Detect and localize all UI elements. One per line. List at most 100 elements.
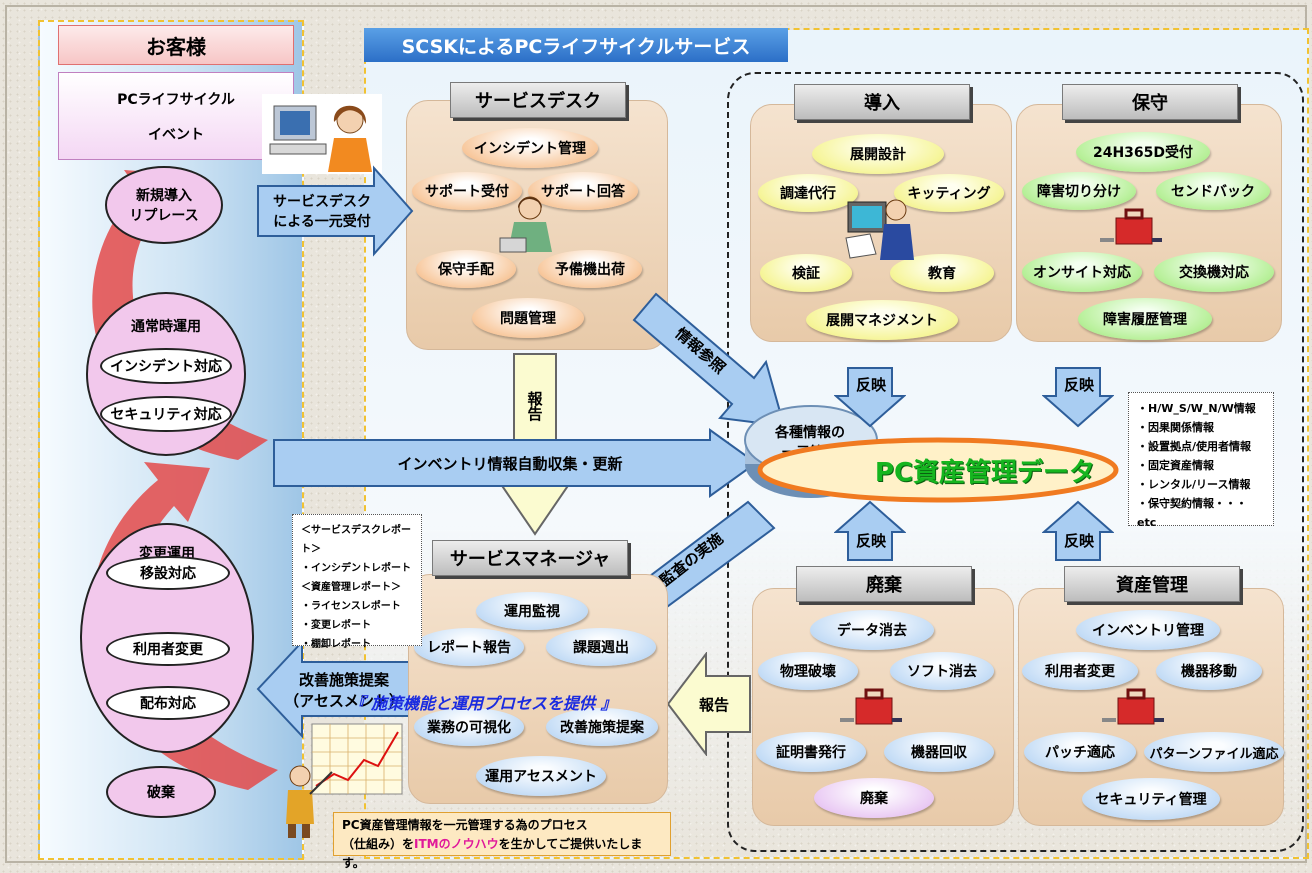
- incident-oval: インシデント対応: [100, 348, 232, 384]
- bottom-note-line2: （仕組み）をITMのノウハウを生かしてご提供いたします。: [342, 835, 662, 873]
- unified-reception-arrow: [257, 165, 414, 257]
- customer-title: お客様: [58, 25, 294, 65]
- info-item: ・レンタル/リース情報: [1137, 478, 1251, 491]
- reflect-label-disposal: 反映: [855, 531, 886, 550]
- sd-item-support-answer: サポート回答: [528, 172, 638, 210]
- info-item: ・H/W_S/W_N/W情報: [1137, 402, 1256, 415]
- lifecycle-event-box: PCライフサイクル イベント: [58, 72, 294, 160]
- service-desk-title: サービスデスク: [450, 82, 626, 118]
- bottom-note: PC資産管理情報を一元管理する為のプロセス （仕組み）をITMのノウハウを生かし…: [333, 812, 671, 870]
- sd-item-incident: インシデント管理: [462, 128, 598, 168]
- bottom-note-highlight: ITMのノウハウ: [414, 837, 499, 851]
- reflect-label-maintenance: 反映: [1063, 375, 1094, 394]
- sm-item-assessment: 運用アセスメント: [476, 756, 606, 796]
- sm-item-monitoring: 運用監視: [476, 592, 588, 630]
- bottom-note-line1: PC資産管理情報を一元管理する為のプロセス: [342, 818, 588, 832]
- info-reference-arrow: [632, 292, 786, 428]
- disc-line1: 各種情報の: [775, 425, 845, 441]
- pc-data-ellipse: [757, 437, 1119, 503]
- user-change-oval: 利用者変更: [106, 632, 230, 666]
- sd-item-problem: 問題管理: [472, 298, 584, 338]
- disposal-oval: 破棄: [106, 766, 216, 818]
- toolbox-icon: [1100, 208, 1162, 245]
- unified-line2: による一元受付: [273, 214, 371, 230]
- toolbox-icon: [1102, 688, 1164, 725]
- mt-item-24h: 24H365D受付: [1076, 132, 1210, 172]
- new-line2: リプレース: [129, 208, 199, 224]
- info-item: ・固定資産情報: [1137, 459, 1214, 472]
- asset-title: 資産管理: [1064, 566, 1240, 602]
- report-item: ＜資産管理レポート＞: [301, 582, 401, 593]
- am-item-user-change: 利用者変更: [1022, 652, 1138, 690]
- new-install-oval: 新規導入 リプレース: [105, 166, 223, 244]
- am-item-pattern-file: パターンファイル適応: [1144, 732, 1284, 772]
- am-item-inventory: インベントリ管理: [1076, 610, 1220, 650]
- report-item: ・変更レポート: [301, 620, 371, 631]
- new-line1: 新規導入: [136, 188, 192, 204]
- intro-item-deploy-design: 展開設計: [812, 134, 944, 174]
- data-info-list: ・H/W_S/W_N/W情報 ・因果関係情報 ・設置拠点/使用者情報 ・固定資産…: [1128, 392, 1274, 529]
- operator-illustration: [262, 94, 382, 174]
- sm-item-improvement: 改善施策提案: [546, 708, 658, 746]
- service-manager-tagline: 『 施策機能と運用プロセスを提供 』: [349, 694, 617, 713]
- dp-item-data-erase: データ消去: [810, 610, 934, 650]
- report-left-arrow: [666, 652, 751, 756]
- unified-line1: サービスデスク: [273, 194, 371, 210]
- reflect-arrow-maintenance: [1042, 367, 1114, 428]
- mt-item-onsite: オンサイト対応: [1022, 252, 1142, 292]
- improvement-arrow: [256, 640, 411, 738]
- unified-reception-label: サービスデスク による一元受付: [262, 188, 382, 234]
- report-item: ＜サービスデスクレポート＞: [301, 525, 411, 555]
- info-item: ・設置拠点/使用者情報: [1137, 440, 1252, 453]
- mt-item-sendback: センドバック: [1156, 172, 1270, 210]
- move-oval: 移設対応: [106, 556, 230, 590]
- am-item-patch: パッチ適応: [1024, 732, 1136, 772]
- toolbox-icon: [840, 688, 902, 725]
- mt-item-history: 障害履歴管理: [1078, 298, 1212, 340]
- disposal-title: 廃棄: [796, 566, 972, 602]
- sd-item-support-accept: サポート受付: [412, 172, 522, 210]
- improvement-line1: 改善施策提案: [298, 671, 389, 689]
- inventory-arrow: [273, 428, 758, 498]
- mt-item-isolation: 障害切り分け: [1022, 172, 1136, 210]
- inventory-label: インベントリ情報自動収集・更新: [397, 454, 623, 473]
- mt-item-exchange: 交換機対応: [1154, 252, 1274, 292]
- helpdesk-staff-illustration: [499, 196, 552, 253]
- reflect-arrow-asset: [1042, 500, 1114, 561]
- service-manager-title: サービスマネージャ: [432, 540, 628, 576]
- consultant-illustration: [286, 723, 403, 838]
- intro-title: 導入: [794, 84, 970, 120]
- improvement-label: 改善施策提案 （アセスメント）: [282, 660, 406, 720]
- event-line2: イベント: [148, 126, 204, 143]
- reflect-label-asset: 反映: [1063, 531, 1094, 550]
- intro-item-education: 教育: [890, 254, 994, 292]
- am-item-security: セキュリティ管理: [1082, 778, 1220, 820]
- report-down-label: 報告: [525, 391, 544, 421]
- dp-item-certificate: 証明書発行: [756, 732, 866, 772]
- reflect-arrow-intro: [834, 367, 906, 428]
- dp-item-collection: 機器回収: [884, 732, 994, 772]
- improvement-line2: （アセスメント）: [284, 692, 404, 710]
- am-item-device-move: 機器移動: [1156, 652, 1262, 690]
- dp-item-software-erase: ソフト消去: [890, 652, 994, 690]
- report-item: ・ライセンスレポート: [301, 601, 401, 612]
- pc-data-label: PC資産管理データ: [874, 457, 1096, 488]
- bottom-note-suffix: を生かしてご提供いたします。: [342, 837, 643, 870]
- scsk-title: SCSKによるPCライフサイクルサービス: [364, 28, 788, 62]
- sd-item-spare-ship: 予備機出荷: [538, 250, 642, 288]
- info-item: ・因果関係情報: [1137, 421, 1214, 434]
- sm-item-issues: 課題週出: [546, 628, 656, 666]
- dp-item-disposal: 廃棄: [814, 778, 934, 818]
- intro-item-deploy-management: 展開マネジメント: [806, 300, 958, 340]
- report-item: ・棚卸レポート: [301, 639, 371, 650]
- normal-title: 通常時運用: [131, 319, 201, 335]
- report-left-label: 報告: [698, 695, 729, 714]
- maintenance-title: 保守: [1062, 84, 1238, 120]
- sd-item-maintenance-arrange: 保守手配: [416, 250, 516, 288]
- sm-item-visualize: 業務の可視化: [414, 708, 524, 746]
- bottom-note-prefix: （仕組み）を: [342, 837, 415, 851]
- event-line1: PCライフサイクル: [117, 91, 235, 108]
- intro-item-kitting: キッティング: [894, 174, 1004, 212]
- intro-item-procurement: 調達代行: [758, 174, 858, 212]
- sm-item-report: レポート報告: [414, 628, 524, 666]
